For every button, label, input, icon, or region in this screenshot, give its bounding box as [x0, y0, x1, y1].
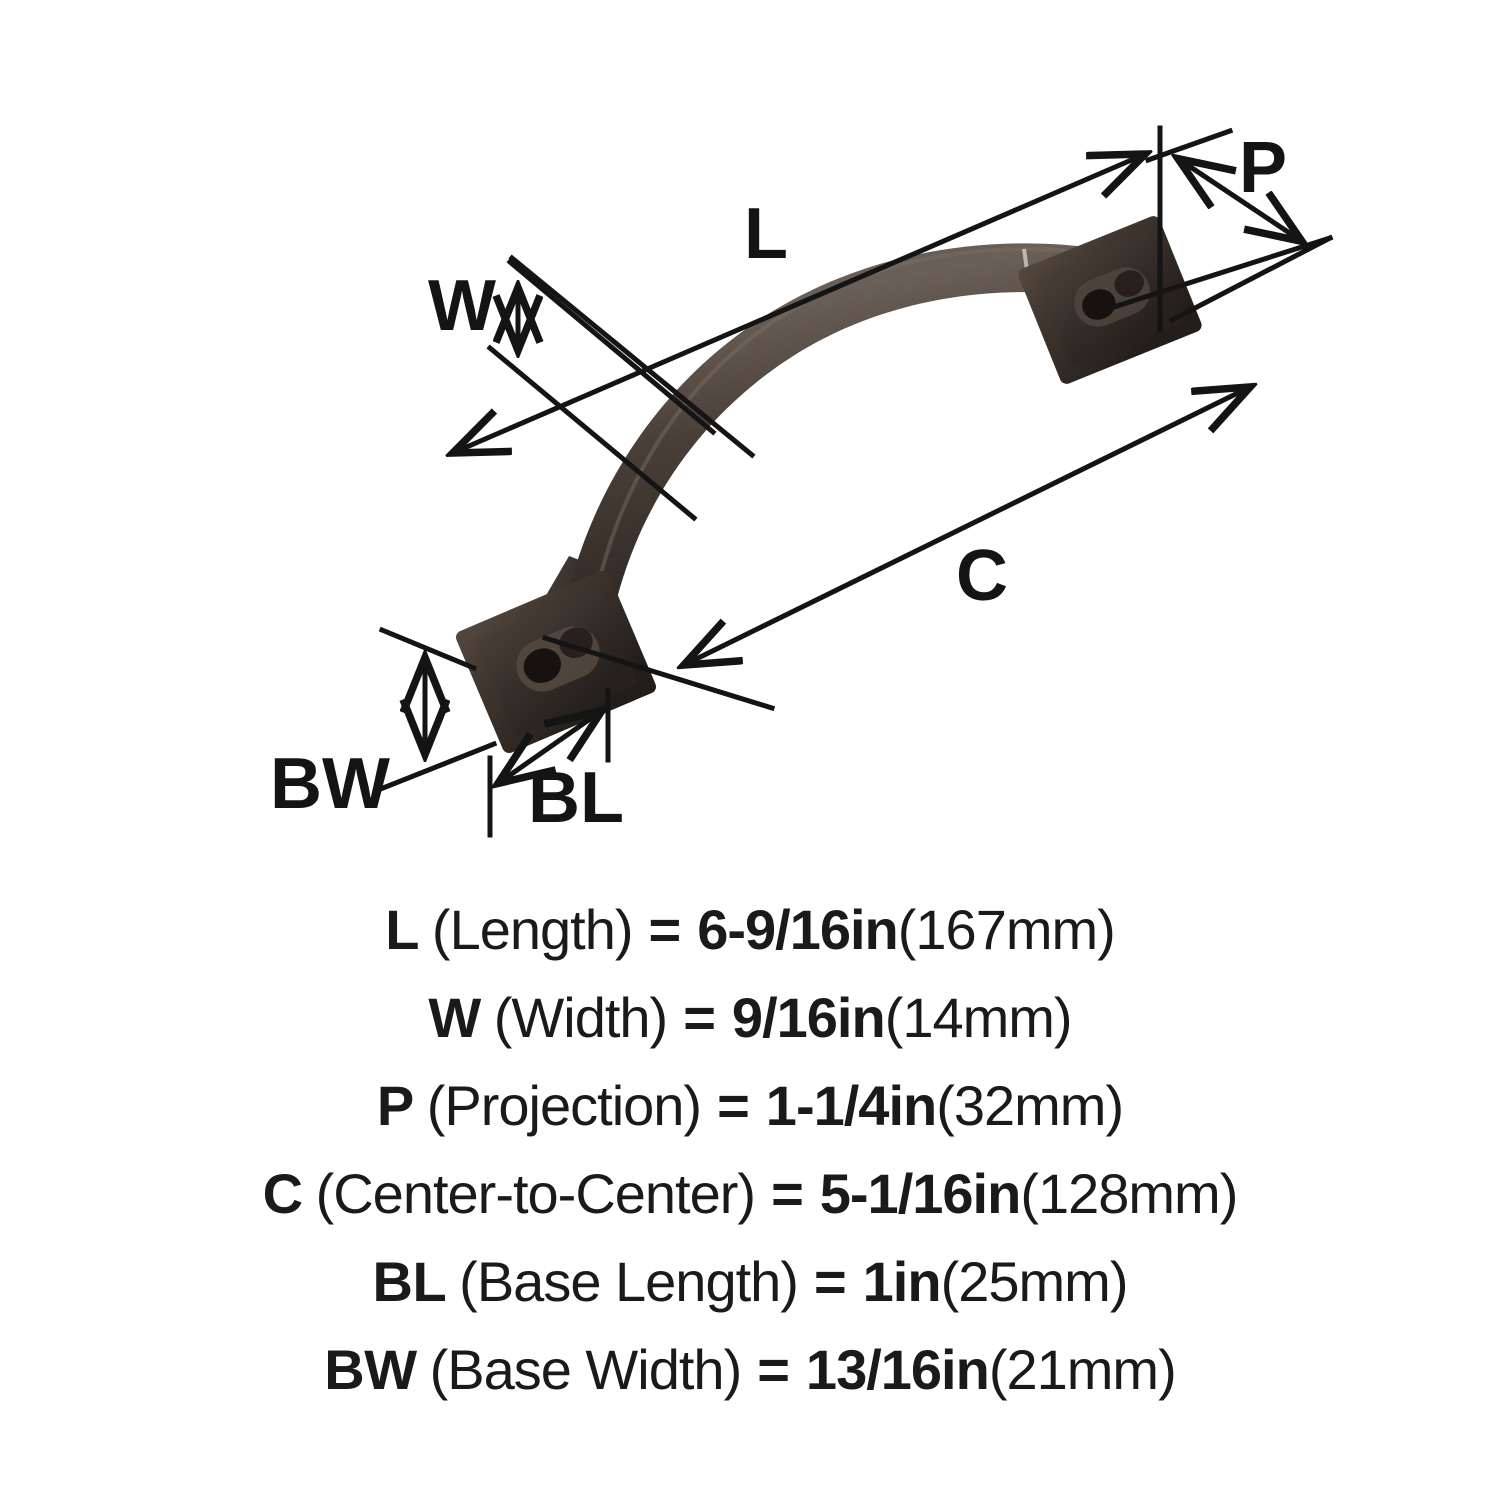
legend-value-inches: 6-9/16in — [697, 898, 899, 961]
legend-row: BL (Base Length) = 1in (25mm) — [372, 1250, 1129, 1342]
legend-value-inches: 9/16in — [731, 986, 886, 1049]
base-length-callout — [487, 687, 611, 838]
legend-value-mm: (32mm) — [936, 1074, 1124, 1137]
legend-equals: = — [771, 1162, 804, 1225]
legend-row: P (Projection) = 1-1/4in (32mm) — [376, 1074, 1124, 1166]
base-width-extension-upper — [378, 626, 478, 672]
legend-abbr: C — [262, 1162, 303, 1225]
legend-abbr: P — [376, 1074, 414, 1137]
legend-value-mm: (128mm) — [1020, 1162, 1238, 1225]
legend-value-mm: (21mm) — [988, 1338, 1177, 1401]
legend-abbr: W — [428, 986, 481, 1049]
center-extension-right — [1094, 234, 1334, 316]
diagram-area: L W P — [270, 125, 1334, 838]
product-dimension-drawing: L W P — [270, 125, 1334, 838]
legend-value-mm: (167mm) — [897, 898, 1116, 961]
legend-row: C (Center-to-Center) = 5-1/16in (128mm) — [262, 1162, 1239, 1254]
base-width-extension-lower — [374, 740, 498, 794]
legend-full-name: (Projection) — [426, 1074, 702, 1137]
legend-abbr: BW — [324, 1338, 417, 1401]
legend-value-inches: 1in — [862, 1250, 942, 1313]
legend-full-name: (Base Width) — [429, 1338, 743, 1401]
legend-full-name: (Center-to-Center) — [315, 1162, 756, 1225]
base-length-dimension-line — [500, 712, 600, 782]
legend-equals: = — [683, 986, 716, 1049]
legend-row: W (Width) = 9/16in (14mm) — [428, 986, 1073, 1078]
legend-value-inches: 5-1/16in — [819, 1162, 1022, 1225]
legend-value-inches: 1-1/4in — [765, 1074, 937, 1137]
legend-value-mm: (25mm) — [940, 1250, 1129, 1313]
length-label: L — [744, 194, 788, 274]
base-width-label: BW — [270, 744, 390, 824]
length-dimension-line — [455, 155, 1143, 452]
legend-full-name: (Width) — [493, 986, 668, 1049]
legend-abbr: L — [385, 898, 419, 961]
legend-value-mm: (14mm) — [884, 986, 1073, 1049]
width-extension-lower — [486, 344, 698, 522]
legend-equals: = — [757, 1338, 790, 1401]
center-to-center-label: C — [956, 536, 1008, 616]
legend-equals: = — [813, 1250, 847, 1313]
center-to-center-callout — [541, 234, 1334, 712]
projection-extension-upper — [1144, 127, 1234, 164]
projection-callout — [1144, 127, 1334, 324]
width-label: W — [428, 266, 496, 346]
projection-dimension-line — [1180, 160, 1300, 240]
legend-row: L (Length) = 6-9/16in (167mm) — [385, 898, 1116, 990]
center-extension-left — [541, 634, 776, 712]
projection-label: P — [1239, 128, 1287, 208]
legend-full-name: (Length) — [431, 898, 634, 961]
legend-full-name: (Base Length) — [459, 1250, 799, 1313]
legend-equals: = — [648, 898, 682, 961]
projection-extension-lower — [1168, 234, 1334, 324]
dimension-legend: L (Length) = 6-9/16in (167mm) W (Width) … — [0, 880, 1500, 1500]
base-length-label: BL — [528, 758, 624, 838]
base-width-callout — [374, 626, 498, 794]
legend-row: BW (Base Width) = 13/16in (21mm) — [324, 1338, 1177, 1430]
legend-equals: = — [717, 1074, 750, 1137]
center-dimension-line — [686, 388, 1248, 664]
left-screw-hole — [523, 648, 562, 683]
legend-abbr: BL — [372, 1250, 447, 1313]
legend-value-inches: 13/16in — [805, 1338, 990, 1401]
